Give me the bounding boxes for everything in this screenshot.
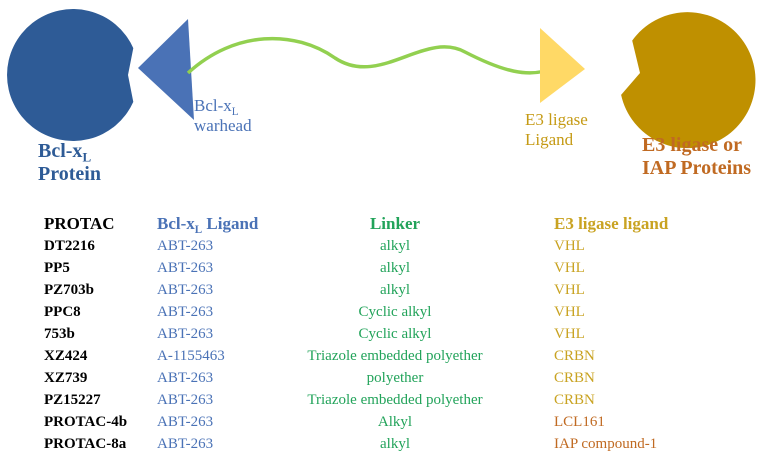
header-protac: PROTAC xyxy=(44,214,115,233)
protac-schematic xyxy=(7,9,756,149)
e3-ligand: VHL xyxy=(554,238,585,254)
linker: Cyclic alkyl xyxy=(358,304,432,320)
e3-ligase-protein-shape xyxy=(621,12,756,149)
bcl-ligand: ABT-263 xyxy=(157,414,214,430)
protac-name: XZ424 xyxy=(44,348,88,364)
bcl-protein-label-text: Bcl-x xyxy=(38,140,83,162)
protac-name: PZ703b xyxy=(44,282,95,298)
protac-name: PROTAC-8a xyxy=(44,436,127,452)
protac-name: PPC8 xyxy=(44,304,81,320)
e3-ligand: LCL161 xyxy=(554,414,605,430)
bcl-ligand: ABT-263 xyxy=(157,260,214,276)
table-row: PP5 ABT-263 alkyl VHL xyxy=(44,257,744,279)
bcl-ligand: ABT-263 xyxy=(157,326,214,342)
e3-ligand: CRBN xyxy=(554,348,595,364)
e3-ligand-label-line2: Ligand xyxy=(525,130,574,150)
header-bcl-text: Bcl-x xyxy=(157,214,195,233)
e3-ligand: VHL xyxy=(554,304,585,320)
protac-name: PZ15227 xyxy=(44,392,101,408)
table-row: PZ15227 ABT-263 Triazole embedded polyet… xyxy=(44,389,744,411)
table-row: PROTAC-4b ABT-263 Alkyl LCL161 xyxy=(44,411,744,433)
linker: Cyclic alkyl xyxy=(358,326,432,342)
bcl-ligand: ABT-263 xyxy=(157,304,214,320)
protac-table: PROTAC Bcl-xL Ligand Linker E3 ligase li… xyxy=(44,213,744,455)
bcl-ligand: A-1155463 xyxy=(157,348,225,364)
table-row: XZ424 A-1155463 Triazole embedded polyet… xyxy=(44,345,744,367)
e3-ligand: VHL xyxy=(554,260,585,276)
e3-ligand-triangle xyxy=(540,28,585,103)
header-linker: Linker xyxy=(369,214,421,233)
bcl-ligand: ABT-263 xyxy=(157,370,214,386)
protac-name: DT2216 xyxy=(44,238,95,254)
protac-name: XZ739 xyxy=(44,370,88,386)
protac-name: PP5 xyxy=(44,260,70,276)
e3-ligand: IAP compound-1 xyxy=(554,436,658,452)
table-row: PPC8 ABT-263 Cyclic alkyl VHL xyxy=(44,301,744,323)
e3-ligand: VHL xyxy=(554,282,585,298)
header-bcl-ligand: Bcl-xL Ligand xyxy=(157,213,258,235)
warhead-label-text: Bcl-x xyxy=(194,96,232,115)
e3-protein-label-line2: IAP Proteins xyxy=(642,157,752,179)
linker: Triazole embedded polyether xyxy=(307,392,483,408)
warhead-label: Bcl-xL warhead xyxy=(194,96,252,137)
bcl-xl-protein-shape xyxy=(7,9,134,142)
bcl-protein-label-sub: L xyxy=(82,149,92,165)
warhead-label-word: warhead xyxy=(194,116,252,136)
header-bcl-sub: L xyxy=(194,223,203,236)
e3-ligand: CRBN xyxy=(554,370,595,386)
linker: alkyl xyxy=(380,238,410,254)
protac-name: PROTAC-4b xyxy=(44,414,128,430)
bcl-protein-label-word: Protein xyxy=(38,163,101,185)
e3-ligand-label: E3 ligase Ligand xyxy=(525,110,588,151)
header-e3-ligand: E3 ligase ligand xyxy=(554,214,669,233)
protac-name: 753b xyxy=(44,326,75,342)
header-bcl-word: Ligand xyxy=(202,214,259,233)
warhead-label-sub: L xyxy=(231,105,239,118)
linker: alkyl xyxy=(380,282,410,298)
bcl-ligand: ABT-263 xyxy=(157,238,214,254)
e3-ligand: CRBN xyxy=(554,392,595,408)
e3-ligand-label-line1: E3 ligase xyxy=(525,110,588,129)
bcl-ligand: ABT-263 xyxy=(157,392,214,408)
table-row: DT2216 ABT-263 alkyl VHL xyxy=(44,235,744,257)
protac-diagram: Bcl-xL warhead E3 ligase Ligand Bcl-xL P… xyxy=(0,0,763,210)
e3-protein-label: E3 ligase or IAP Proteins xyxy=(642,134,751,180)
linker: polyether xyxy=(366,370,424,386)
table-row: XZ739 ABT-263 polyether CRBN xyxy=(44,367,744,389)
table-row: PROTAC-8a ABT-263 alkyl IAP compound-1 xyxy=(44,433,744,455)
table-row: 753b ABT-263 Cyclic alkyl VHL xyxy=(44,323,744,345)
e3-protein-label-line1: E3 ligase or xyxy=(642,134,742,156)
e3-ligand: VHL xyxy=(554,326,585,342)
linker: Alkyl xyxy=(377,414,413,430)
table-header-row: PROTAC Bcl-xL Ligand Linker E3 ligase li… xyxy=(44,213,744,235)
bcl-ligand: ABT-263 xyxy=(157,436,214,452)
bcl-protein-label: Bcl-xL Protein xyxy=(38,140,101,186)
table-row: PZ703b ABT-263 alkyl VHL xyxy=(44,279,744,301)
warhead-triangle xyxy=(138,19,194,120)
linker: alkyl xyxy=(380,260,410,276)
linker: alkyl xyxy=(380,436,410,452)
linker-wave xyxy=(186,36,556,75)
bcl-ligand: ABT-263 xyxy=(157,282,214,298)
linker: Triazole embedded polyether xyxy=(307,348,483,364)
